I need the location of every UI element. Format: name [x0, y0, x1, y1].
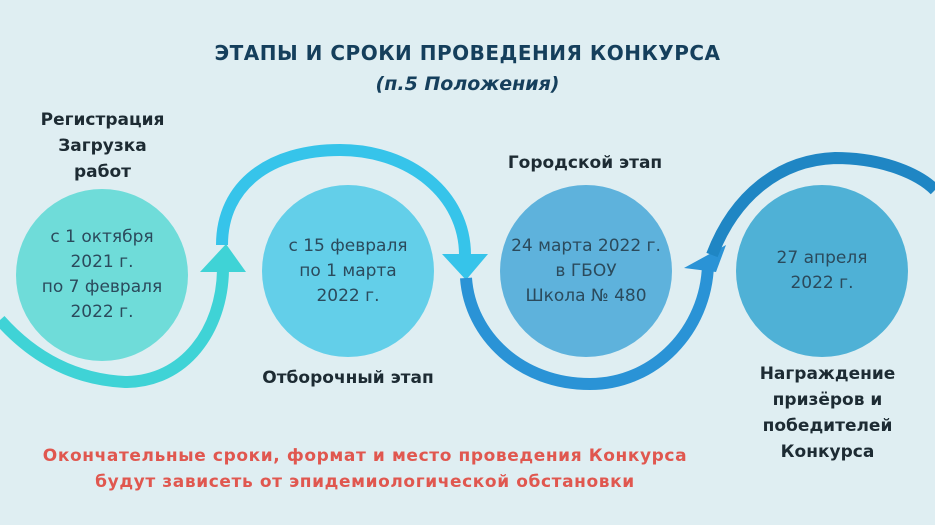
stage-dates-city: 24 марта 2022 г. в ГБОУ Школа № 480 — [511, 235, 661, 306]
stage-label-qualifying: Отборочный этап — [262, 368, 434, 388]
stage-dates-registration: с 1 октября 2021 г. по 7 февраля 2022 г. — [41, 227, 163, 322]
stage-dates-qualifying: с 15 февраля по 1 марта 2022 г. — [288, 235, 408, 306]
stage-label-registration: Регистрация Загрузка работ — [40, 110, 165, 182]
stage-label-city: Городской этап — [507, 153, 663, 173]
arrow-head-2 — [442, 254, 488, 280]
stage-label-awards: Награждение призёров и победителей Конку… — [759, 364, 896, 462]
arrow-segment-1 — [0, 269, 229, 389]
stage-circle-awards: 27 апреля 2022 г. — [736, 185, 908, 357]
page-title: ЭТАПЫ И СРОКИ ПРОВЕДЕНИЯ КОНКУРСА — [214, 41, 721, 65]
stage-circle-city: 24 марта 2022 г. в ГБОУ Школа № 480 — [500, 185, 672, 357]
notice-text: Окончательные сроки, формат и место пров… — [42, 446, 688, 492]
page-subtitle: (п.5 Положения) — [375, 73, 560, 95]
arrow-segment-2 — [216, 143, 471, 256]
arrow-segment-4 — [706, 151, 935, 258]
arrow-segment-3 — [460, 264, 714, 391]
arrow-head-1 — [200, 244, 246, 272]
stage-circle-qualifying: с 15 февраля по 1 марта 2022 г. — [262, 185, 434, 357]
stage-dates-awards: 27 апреля 2022 г. — [776, 248, 868, 293]
stage-circle-registration: с 1 октября 2021 г. по 7 февраля 2022 г. — [16, 189, 188, 361]
